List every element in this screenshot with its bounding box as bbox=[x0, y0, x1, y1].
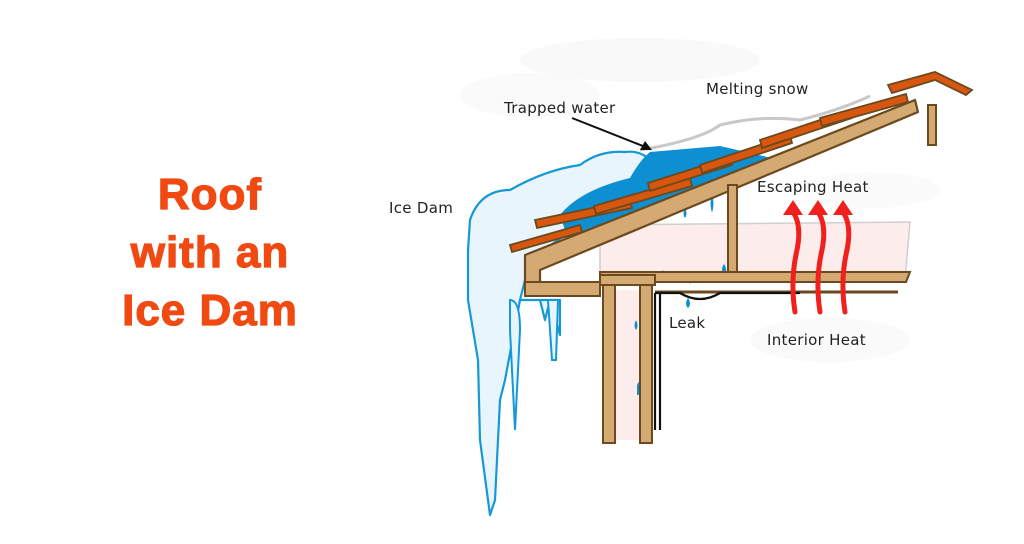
shingles bbox=[508, 71, 974, 254]
soffit bbox=[524, 281, 601, 297]
wall-insulation bbox=[615, 290, 640, 440]
heat-arrows bbox=[790, 209, 852, 315]
icicle-2 bbox=[546, 299, 560, 361]
label-trapped-water: Trapped water bbox=[504, 99, 616, 117]
wall-stud-right bbox=[639, 274, 653, 444]
top-plate bbox=[599, 274, 656, 286]
title-line-3: Ice Dam bbox=[122, 285, 298, 335]
heat-arrow-heads bbox=[783, 200, 853, 215]
icicle-1 bbox=[509, 298, 522, 431]
label-interior-heat: Interior Heat bbox=[767, 331, 866, 349]
label-escaping-heat: Escaping Heat bbox=[757, 178, 869, 196]
title-line-1: Roof bbox=[157, 169, 263, 219]
attic-stud bbox=[727, 184, 738, 276]
background-haze bbox=[460, 38, 940, 362]
melting-snow bbox=[639, 94, 871, 152]
title-line-2: with an bbox=[130, 227, 290, 277]
label-ice-dam: Ice Dam bbox=[389, 199, 454, 217]
trapped-water-pointer bbox=[571, 117, 652, 150]
ridge-post bbox=[927, 104, 937, 146]
ceiling-drywall bbox=[653, 291, 800, 430]
label-leak: Leak bbox=[669, 314, 706, 332]
label-melting-snow: Melting snow bbox=[706, 80, 809, 98]
diagram-title: Roof with an Ice Dam bbox=[80, 166, 340, 340]
wall-stud-left bbox=[602, 274, 616, 444]
